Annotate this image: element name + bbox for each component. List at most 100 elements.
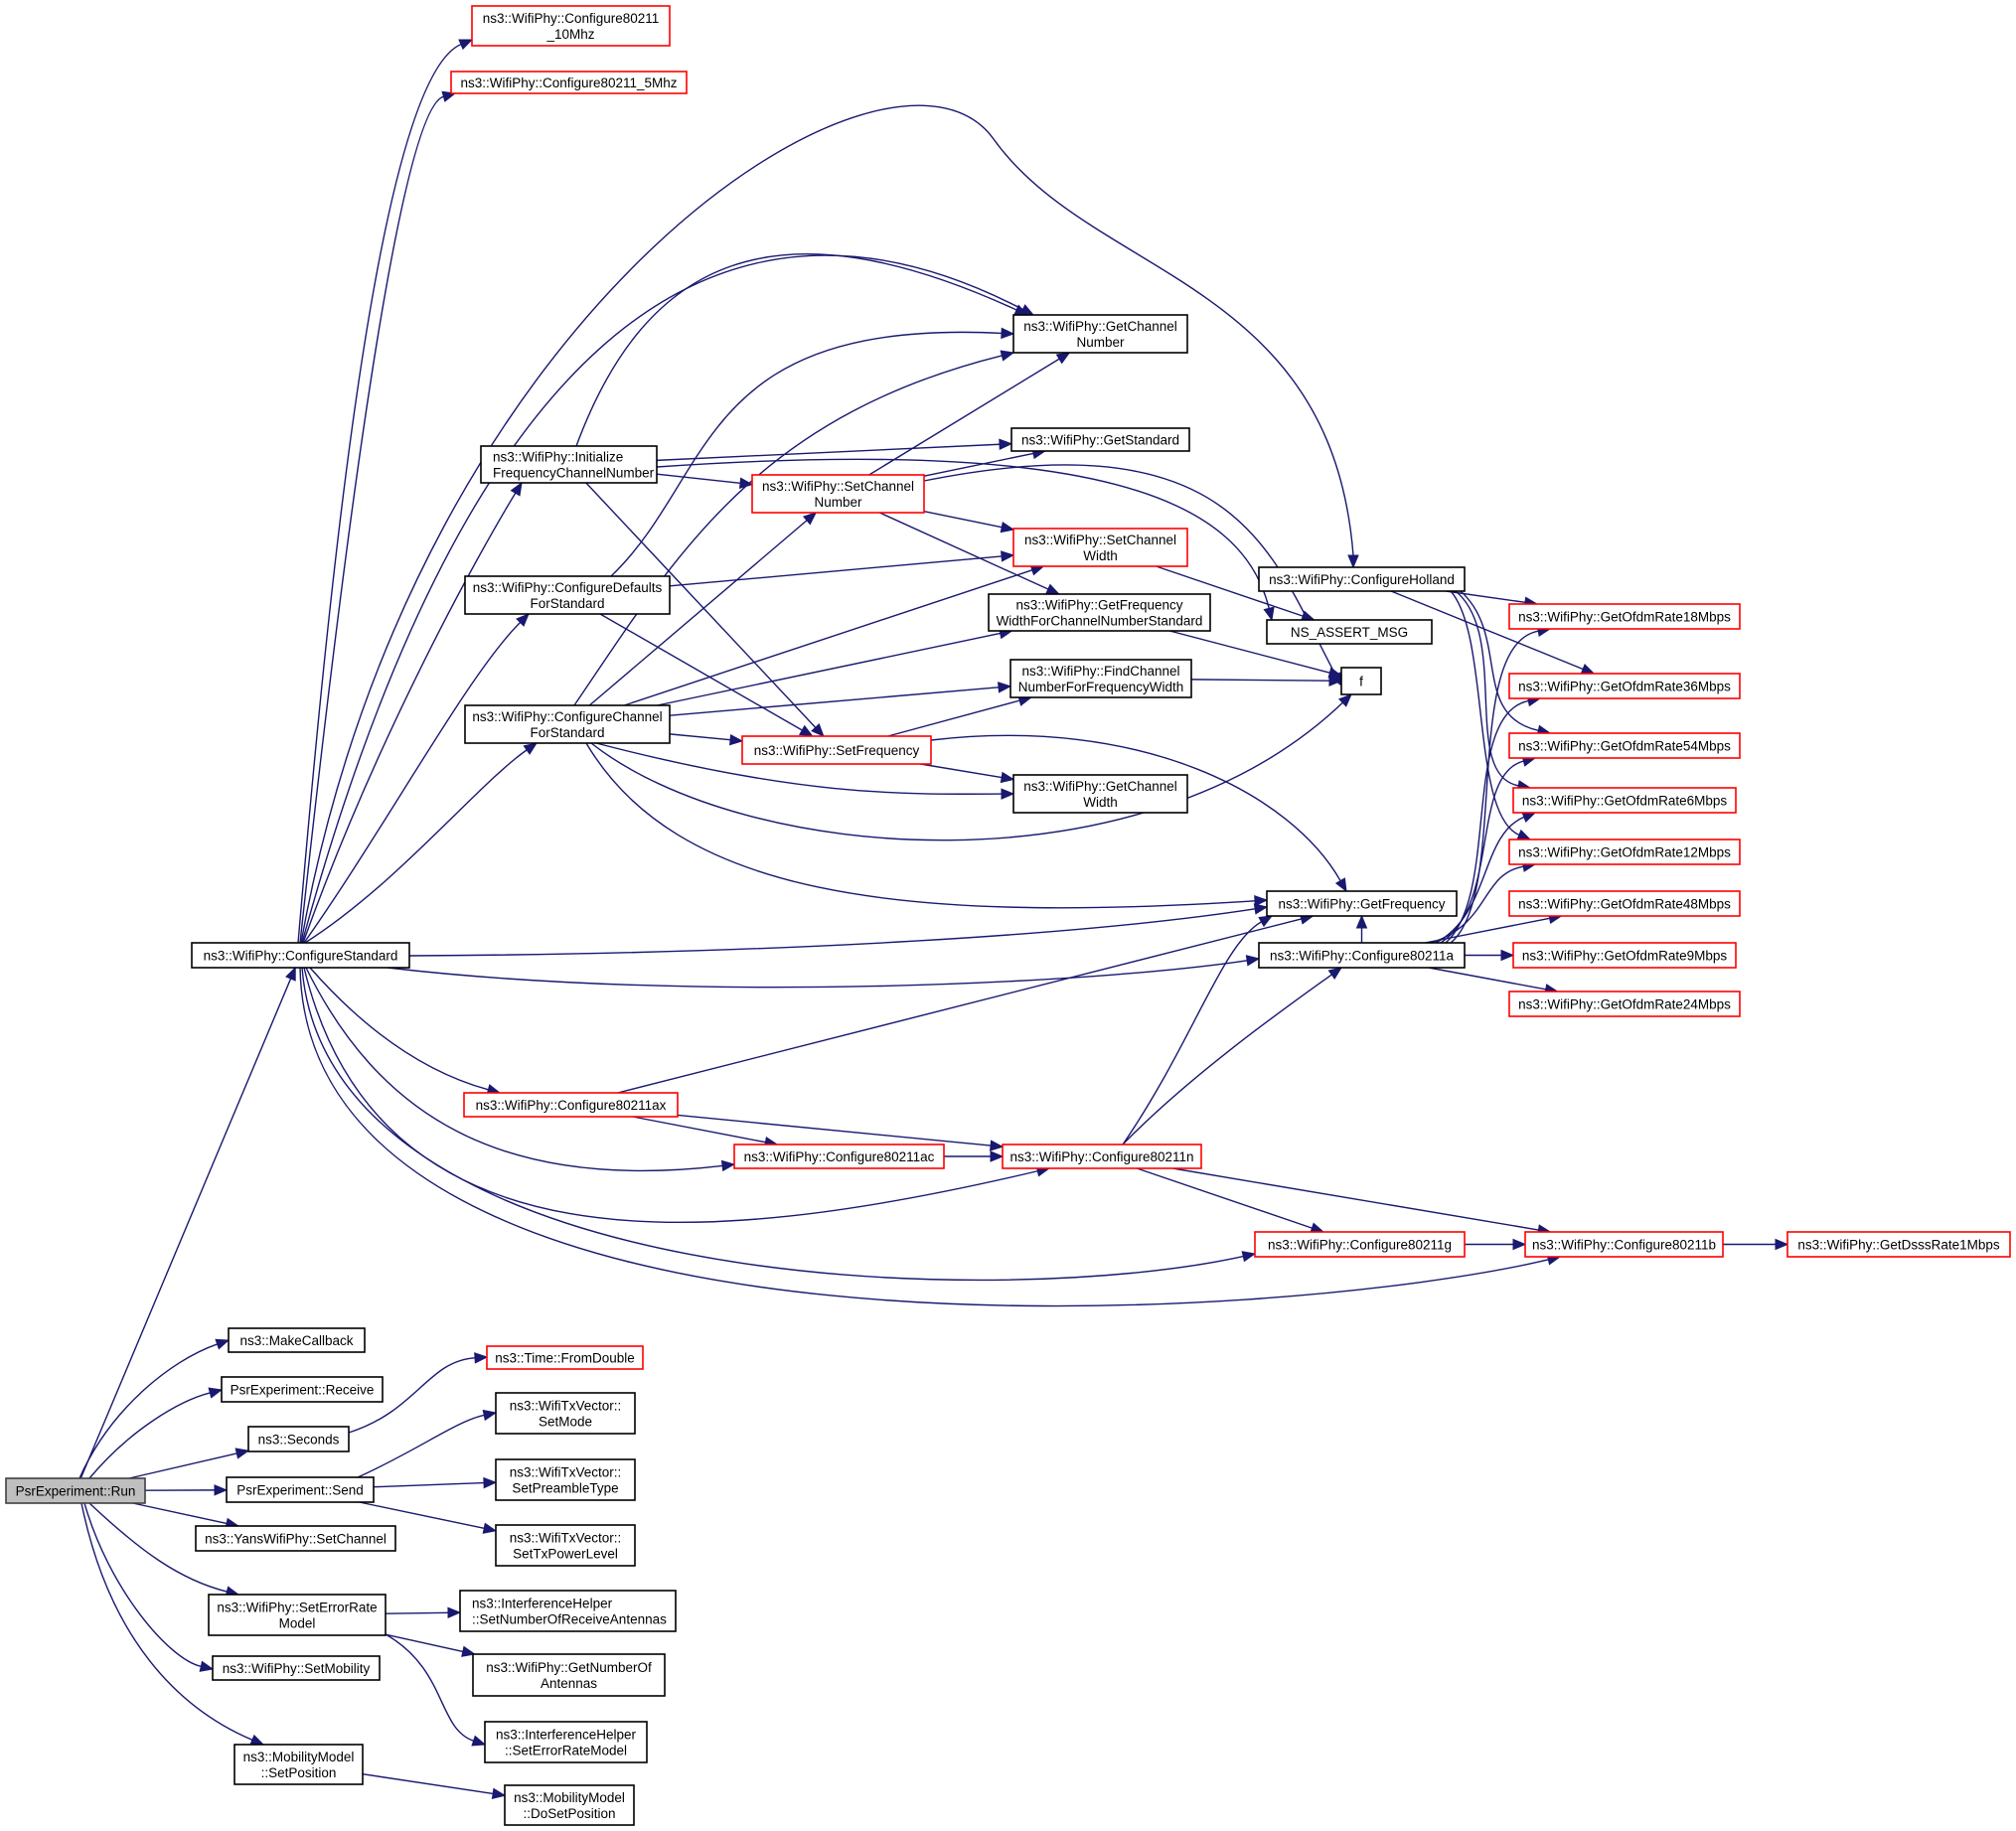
node-dsss1[interactable]: ns3::WifiPhy::GetDsssRate1Mbps	[1786, 1231, 2011, 1258]
node-r54[interactable]: ns3::WifiPhy::GetOfdmRate54Mbps	[1508, 732, 1741, 759]
node-getfw[interactable]: ns3::WifiPhy::GetFrequencyWidthForChanne…	[988, 593, 1211, 632]
node-r36[interactable]: ns3::WifiPhy::GetOfdmRate36Mbps	[1508, 673, 1741, 699]
node-c11a[interactable]: ns3::WifiPhy::Configure80211a	[1258, 942, 1466, 969]
node-label: ns3::WifiTxVector::	[510, 1465, 622, 1480]
node-label: ns3::WifiPhy::Configure80211g	[1268, 1238, 1452, 1253]
node-send[interactable]: PsrExperiment::Send	[226, 1476, 375, 1503]
node-f[interactable]: f	[1340, 667, 1382, 695]
node-box	[233, 1744, 364, 1785]
arrowhead-icon	[1328, 675, 1343, 687]
node-assert[interactable]: NS_ASSERT_MSG	[1266, 619, 1433, 645]
nodes-layer: PsrExperiment::Run ns3::WifiPhy::Configur…	[5, 5, 2011, 1826]
node-mkcb[interactable]: ns3::MakeCallback	[228, 1327, 366, 1353]
node-box	[1002, 1144, 1202, 1169]
node-ihnrx[interactable]: ns3::InterferenceHelper::SetNumberOfRece…	[459, 1590, 677, 1632]
node-mmsetpos[interactable]: ns3::MobilityModel::SetPosition	[233, 1744, 364, 1785]
edge-line	[128, 1452, 237, 1479]
node-getfreq[interactable]: ns3::WifiPhy::GetFrequency	[1266, 890, 1458, 917]
node-label: ns3::WifiTxVector::	[510, 1399, 622, 1414]
node-cdef[interactable]: ns3::WifiPhy::ConfigureDefaultsForStanda…	[464, 575, 671, 615]
edge-c11g-to-c11b	[1465, 1238, 1527, 1251]
node-setpre[interactable]: ns3::WifiTxVector::SetPreambleType	[495, 1458, 636, 1501]
edge-line	[868, 358, 1060, 476]
arrowhead-icon	[1254, 895, 1269, 907]
node-label: ns3::WifiPhy::GetOfdmRate48Mbps	[1518, 897, 1731, 912]
node-mmdoset[interactable]: ns3::MobilityModel::DoSetPosition	[504, 1784, 635, 1826]
edge-line	[1390, 590, 1584, 671]
node-box	[1009, 659, 1192, 698]
node-label: ns3::WifiPhy::GetOfdmRate6Mbps	[1522, 794, 1728, 809]
edge-findch-to-f	[1190, 675, 1343, 687]
node-label: _10Mhz	[545, 27, 594, 42]
node-c10[interactable]: ns3::WifiPhy::Configure80211_10Mhz	[471, 5, 671, 47]
node-c11ax[interactable]: ns3::WifiPhy::Configure80211ax	[463, 1092, 679, 1118]
node-cfgstd[interactable]: ns3::WifiPhy::ConfigureStandard	[191, 942, 410, 969]
node-setmode[interactable]: ns3::WifiTxVector::SetMode	[495, 1392, 636, 1435]
node-getstd[interactable]: ns3::WifiPhy::GetStandard	[1010, 427, 1190, 452]
edge-line	[299, 95, 444, 944]
node-r18[interactable]: ns3::WifiPhy::GetOfdmRate18Mbps	[1508, 603, 1741, 630]
edge-line	[299, 967, 1549, 1307]
edge-line	[590, 701, 1343, 841]
node-seterm[interactable]: ns3::WifiPhy::SetErrorRateModel	[208, 1594, 387, 1636]
node-r48[interactable]: ns3::WifiPhy::GetOfdmRate48Mbps	[1508, 890, 1741, 917]
node-settxp[interactable]: ns3::WifiTxVector::SetTxPowerLevel	[495, 1524, 636, 1567]
edge-seterm-to-getnant	[385, 1633, 476, 1657]
node-label: SetMode	[539, 1415, 592, 1430]
node-r6[interactable]: ns3::WifiPhy::GetOfdmRate6Mbps	[1512, 787, 1737, 814]
edge-line	[575, 253, 1017, 447]
node-r12[interactable]: ns3::WifiPhy::GetOfdmRate12Mbps	[1508, 839, 1741, 865]
edge-line	[610, 331, 1003, 577]
node-label: ns3::Seconds	[258, 1433, 340, 1448]
node-fromdbl[interactable]: ns3::Time::FromDouble	[486, 1345, 644, 1370]
edge-line	[1455, 590, 1519, 787]
node-secs[interactable]: ns3::Seconds	[247, 1426, 350, 1452]
node-c11ac[interactable]: ns3::WifiPhy::Configure80211ac	[733, 1144, 945, 1169]
edge-cfgstd-to-c11ax	[309, 967, 502, 1096]
node-r24[interactable]: ns3::WifiPhy::GetOfdmRate24Mbps	[1508, 991, 1741, 1017]
arrowhead-icon	[461, 1645, 476, 1657]
node-c11b[interactable]: ns3::WifiPhy::Configure80211b	[1524, 1231, 1724, 1258]
node-cchan[interactable]: ns3::WifiPhy::ConfigureChannelForStandar…	[464, 704, 671, 744]
edge-line	[624, 569, 1033, 706]
edge-line	[669, 687, 1000, 716]
arrowhead-icon	[214, 1484, 229, 1496]
node-setfreq[interactable]: ns3::WifiPhy::SetFrequency	[741, 735, 932, 765]
edge-line	[301, 254, 1023, 944]
node-label: ns3::WifiPhy::Initialize	[493, 450, 623, 465]
node-c5[interactable]: ns3::WifiPhy::Configure80211_5Mhz	[450, 71, 688, 94]
node-label: ns3::WifiPhy::SetFrequency	[754, 743, 920, 758]
edge-cdef-to-setchw	[669, 550, 1015, 587]
node-iherm[interactable]: ns3::InterferenceHelper::SetErrorRateMod…	[484, 1721, 648, 1763]
node-holland[interactable]: ns3::WifiPhy::ConfigureHolland	[1258, 566, 1466, 592]
node-recv[interactable]: PsrExperiment::Receive	[221, 1376, 384, 1403]
edge-c11a-to-r24	[1428, 967, 1559, 995]
node-box	[988, 593, 1211, 632]
edge-cchan-to-f	[590, 693, 1352, 841]
node-setmob[interactable]: ns3::WifiPhy::SetMobility	[212, 1655, 381, 1681]
edge-cchan-to-setfreq	[669, 733, 744, 746]
node-c11g[interactable]: ns3::WifiPhy::Configure80211g	[1254, 1231, 1466, 1258]
edge-c11n-to-getfreq	[1122, 915, 1274, 1145]
node-init[interactable]: ns3::WifiPhy::InitializeFrequencyChannel…	[480, 445, 658, 484]
arrowhead-icon	[1775, 1238, 1789, 1251]
node-label: ns3::WifiPhy::GetFrequency	[1015, 598, 1182, 613]
node-box	[1508, 732, 1741, 759]
arrowhead-icon	[234, 1448, 250, 1459]
node-r9[interactable]: ns3::WifiPhy::GetOfdmRate9Mbps	[1512, 942, 1737, 969]
node-c11n[interactable]: ns3::WifiPhy::Configure80211n	[1002, 1144, 1202, 1169]
node-yans[interactable]: ns3::YansWifiPhy::SetChannel	[195, 1525, 396, 1552]
node-box	[1508, 890, 1741, 917]
node-box	[208, 1594, 387, 1636]
edge-line	[303, 967, 1038, 1224]
node-box	[1012, 774, 1188, 814]
edge-cfgstd-to-c10	[297, 39, 474, 944]
node-findch[interactable]: ns3::WifiPhy::FindChannelNumberForFreque…	[1009, 659, 1192, 698]
node-label: PsrExperiment::Run	[16, 1484, 136, 1499]
edge-line	[1122, 921, 1262, 1145]
